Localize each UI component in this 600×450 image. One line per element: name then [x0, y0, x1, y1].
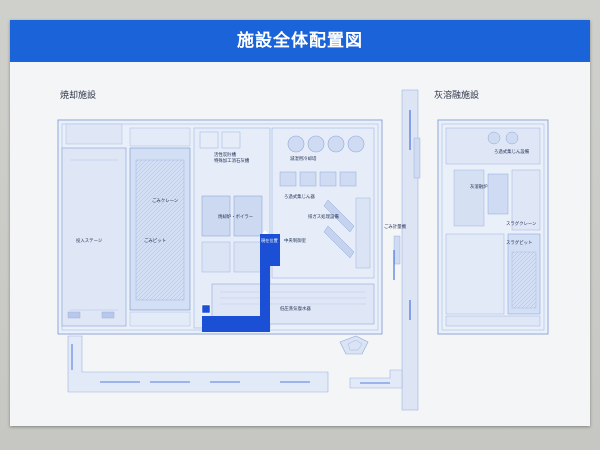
label-wet-scrubber: 排ガス処理設備 — [308, 213, 339, 220]
label-bag-filter: ろ過式集じん器 — [284, 193, 315, 200]
facility-plan-drawing: 活性炭貯槽 特殊加工消石灰槽 減湿用冷却塔 ごみクレーン ろ過式集じん器 焼却炉… — [57, 89, 549, 411]
label-refuse-pit: ごみピット — [144, 237, 166, 244]
label-refuse-crane: ごみクレーン — [152, 197, 179, 204]
label-control-room: 中央制御室 — [284, 237, 307, 244]
label-condenser: 低圧蒸気復水器 — [280, 305, 311, 312]
ash-melting-section-label: 灰溶融施設 — [434, 91, 480, 101]
you-are-here-highlight — [201, 230, 280, 332]
title-banner: 施設全体配置図 — [10, 20, 590, 62]
incineration-building — [57, 119, 383, 335]
label-ash-dust-collector: ろ過式集じん設備 — [494, 148, 530, 155]
label-cooling-tower: 減湿用冷却塔 — [290, 155, 317, 162]
incineration-section-label: 焼却施設 — [60, 91, 97, 101]
boiler-unit-2 — [233, 195, 263, 237]
label-receiving-stage: 投入ステージ — [76, 237, 103, 244]
boiler-unit-1 — [201, 195, 231, 237]
receiving-hall — [61, 147, 127, 327]
label-melting-furnace: 灰溶融炉 — [470, 183, 488, 190]
ash-melting-building — [437, 119, 549, 335]
label-boiler: 焼却炉・ボイラー — [218, 213, 253, 220]
label-slag-pit: スラグピット — [506, 239, 532, 246]
layout-board: 施設全体配置図 焼却施設 灰溶融施設 — [10, 20, 590, 426]
bottom-road — [67, 335, 403, 393]
label-slag-crane: スラグクレーン — [506, 220, 537, 227]
label-weighbridge: ごみ計量機 — [384, 223, 407, 230]
label-slaked-lime: 特殊加工消石灰槽 — [214, 157, 250, 164]
board-title: 施設全体配置図 — [237, 31, 363, 51]
cooling-fans — [287, 135, 365, 153]
label-activated-carbon: 活性炭貯槽 — [214, 151, 237, 158]
access-road — [393, 89, 421, 411]
label-you-are-here: 現在位置 — [261, 237, 278, 244]
